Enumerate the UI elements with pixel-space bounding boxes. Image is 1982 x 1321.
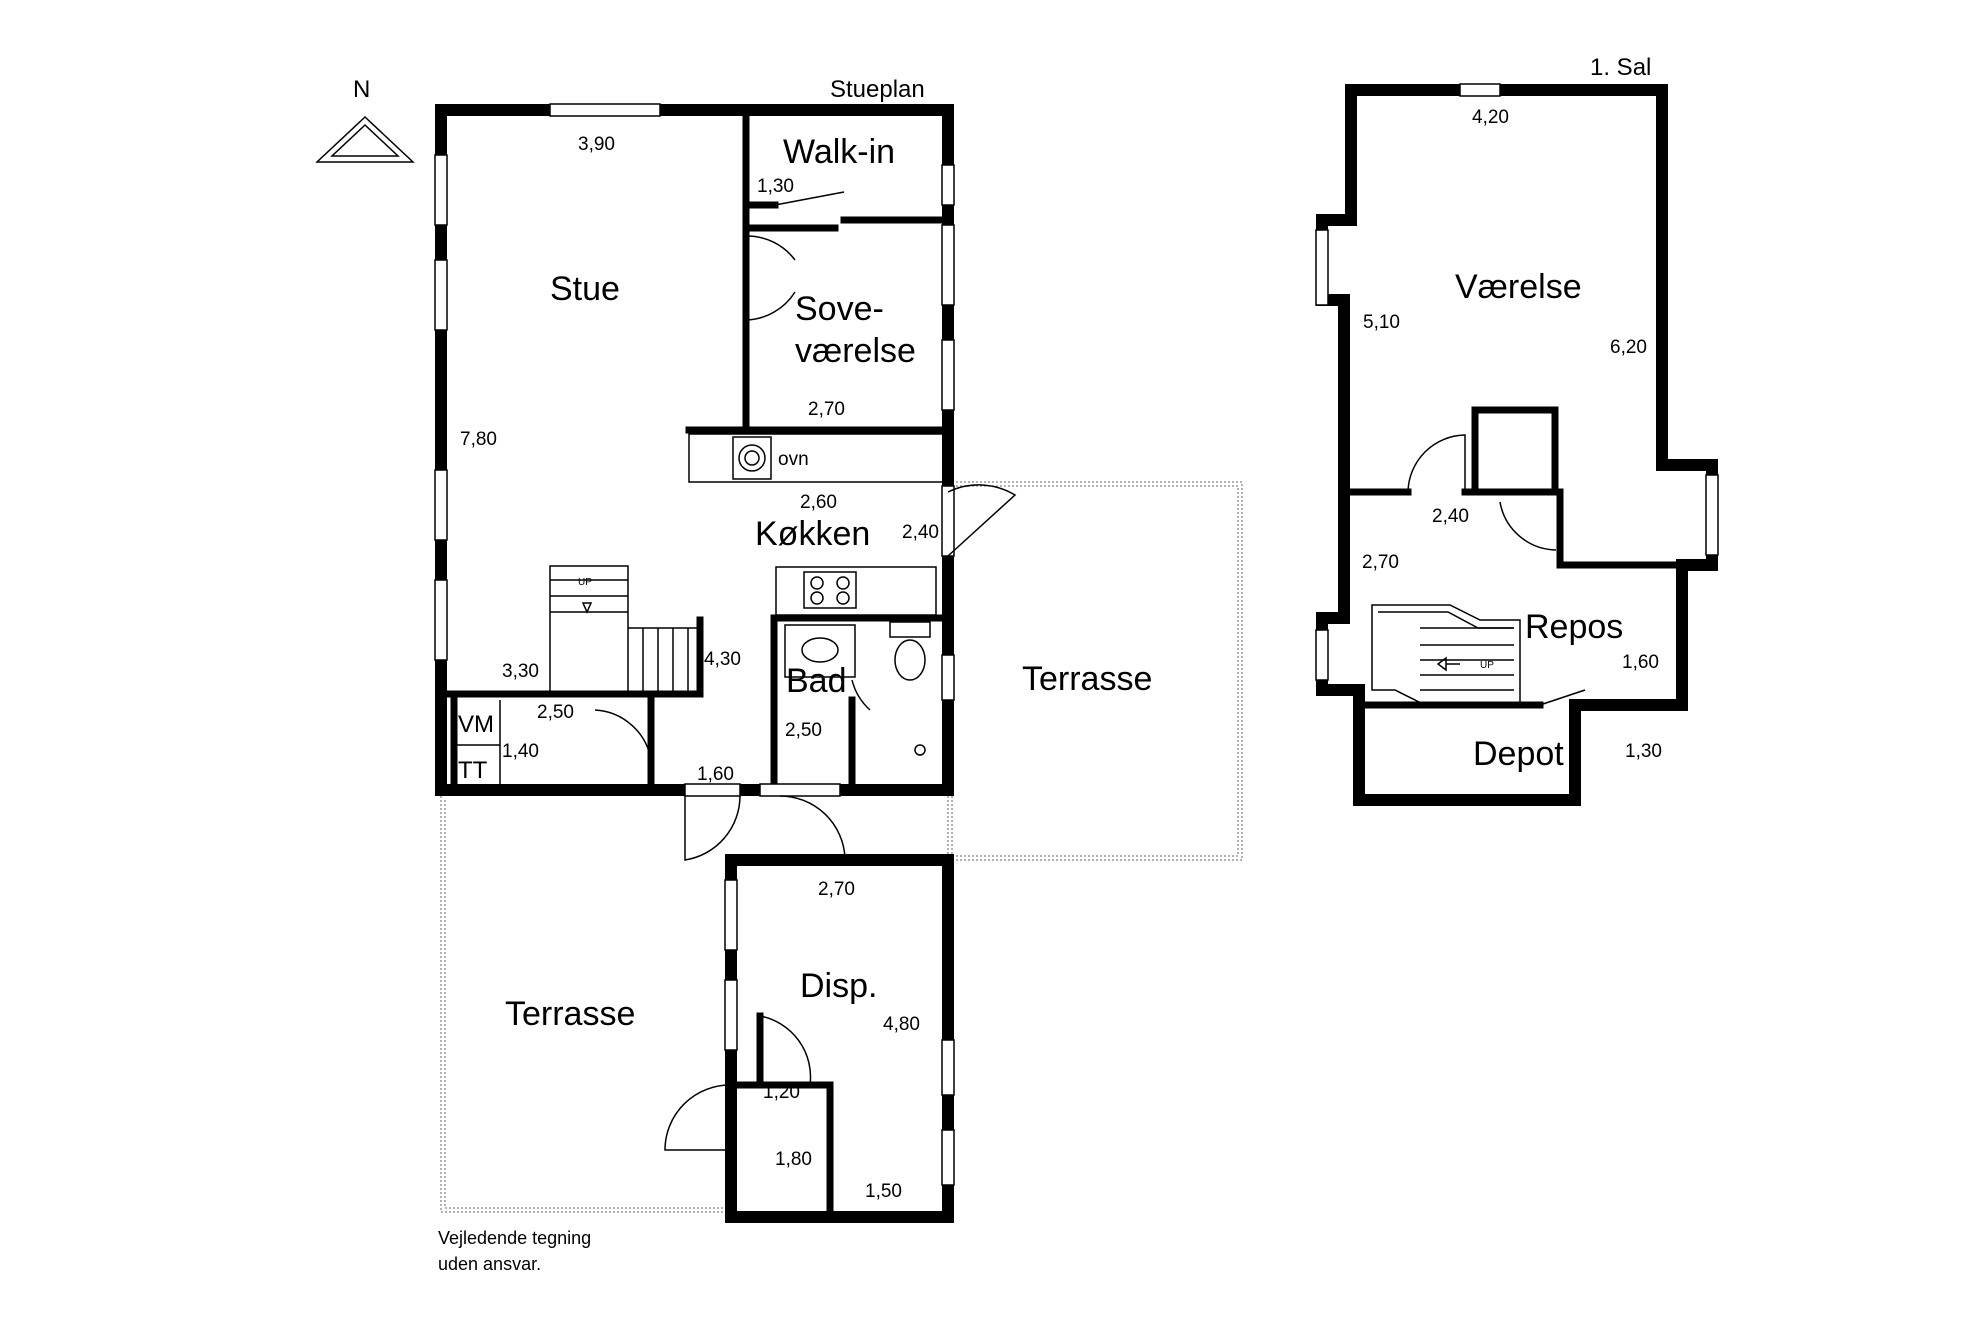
dim-kokken-top: 2,60	[800, 492, 837, 513]
room-sove-line1: Sove-	[795, 290, 884, 328]
dim-repos-right: 1,60	[1622, 652, 1659, 673]
room-stue: Stue	[550, 270, 620, 308]
dim-hall-left: 1,40	[502, 741, 539, 762]
north-compass-icon	[315, 115, 415, 163]
dim-disp-length: 4,80	[883, 1014, 920, 1035]
label-ovn: ovn	[778, 449, 809, 470]
dim-closet-top: 1,20	[763, 1082, 800, 1103]
oven-icon	[744, 450, 760, 466]
disclaimer-line2: uden ansvar.	[438, 1254, 541, 1274]
disclaimer-line1: Vejledende tegning	[438, 1228, 591, 1248]
ground-stair	[549, 565, 700, 695]
room-depot: Depot	[1473, 735, 1564, 773]
upper-floor-windows	[1315, 83, 1719, 681]
dim-entry: 1,60	[697, 764, 734, 785]
disp-windows	[724, 879, 955, 1186]
dim-stue-width: 3,90	[578, 134, 615, 155]
room-bad: Bad	[786, 662, 847, 700]
dim-repos-left: 2,70	[1362, 552, 1399, 573]
upper-stair-up-label: UP	[1480, 660, 1494, 671]
disp-doors	[664, 1015, 812, 1151]
ground-floor-title: Stueplan	[830, 76, 925, 103]
room-sove-line2: værelse	[795, 332, 916, 370]
dim-upper-middle: 2,40	[1432, 506, 1469, 527]
dim-bad: 2,50	[785, 720, 822, 741]
dim-walkin: 1,30	[757, 176, 794, 197]
room-vaerelse: Værelse	[1455, 268, 1582, 306]
upper-floor-doors	[1407, 434, 1586, 706]
room-terrasse-east: Terrasse	[1022, 660, 1152, 698]
room-kokken: Køkken	[755, 515, 870, 553]
dim-disp-width: 2,70	[818, 879, 855, 900]
upper-floor-walls	[1316, 84, 1718, 806]
disp-annex-walls	[725, 854, 954, 1223]
dim-stair-right: 4,30	[704, 649, 741, 670]
bathroom-fixtures	[784, 621, 931, 756]
label-vm: VM	[458, 711, 494, 738]
ground-floor-doors	[594, 191, 1017, 861]
dim-sove-width: 2,70	[808, 399, 845, 420]
dim-upper-left: 5,10	[1363, 312, 1400, 333]
dim-hall-top: 2,50	[537, 702, 574, 723]
dim-upper-right: 6,20	[1610, 337, 1647, 358]
ground-floor-windows	[434, 103, 955, 797]
dim-upper-top: 4,20	[1472, 107, 1509, 128]
room-repos: Repos	[1525, 608, 1623, 646]
room-terrasse-south: Terrasse	[505, 995, 635, 1033]
ground-stair-up-label: UP	[578, 577, 592, 588]
north-label: N	[353, 76, 370, 103]
dim-kokken-right: 2,40	[902, 522, 939, 543]
room-walkin: Walk-in	[783, 133, 895, 171]
label-tt: TT	[458, 757, 488, 784]
dim-stue-length: 7,80	[460, 429, 497, 450]
ground-floor-walls	[435, 104, 954, 796]
dim-closet-length: 1,80	[775, 1149, 812, 1170]
terrace-south-outline	[440, 796, 731, 1213]
upper-stair	[1371, 604, 1521, 706]
room-disp: Disp.	[800, 967, 877, 1005]
dim-depot: 1,30	[1625, 741, 1662, 762]
dim-stair-width: 3,30	[502, 661, 539, 682]
dim-disp-bottom: 1,50	[865, 1181, 902, 1202]
kitchen-fixtures	[688, 433, 949, 616]
upper-floor-title: 1. Sal	[1590, 54, 1651, 81]
